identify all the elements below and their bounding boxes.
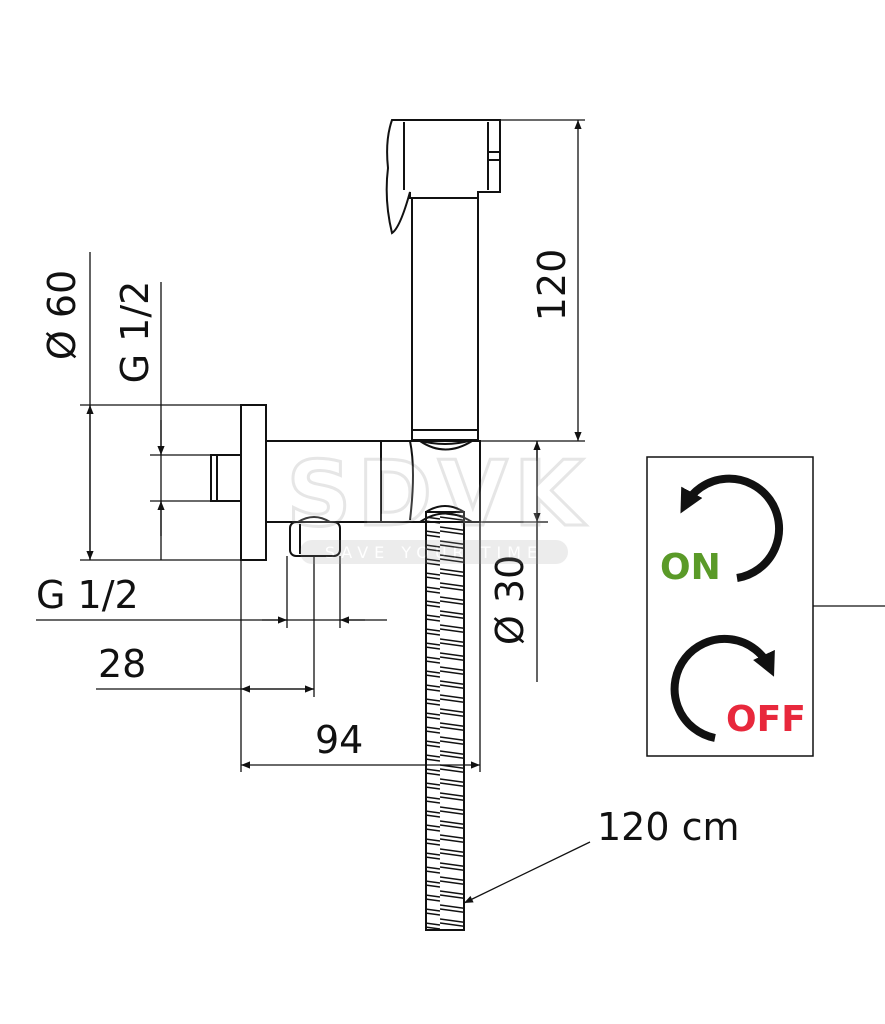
watermark-brand: SDVK (287, 442, 590, 547)
watermark-tagline: SAVE YOUR TIME (325, 543, 543, 562)
label-height-120: 120 (530, 249, 574, 322)
label-diameter-30: Ø 30 (488, 555, 532, 645)
dimension-labels: Ø 60 G 1/2 120 Ø 30 G 1/2 28 94 120 cm (36, 249, 740, 849)
on-off-legend: ON OFF (646, 456, 885, 757)
label-diameter-60: Ø 60 (40, 270, 84, 360)
label-length-28: 28 (98, 642, 146, 686)
handshower (385, 119, 501, 445)
dimension-lines (36, 119, 591, 904)
label-hose-length: 120 cm (597, 805, 740, 849)
legend-off-label: OFF (726, 699, 806, 740)
shower-hose (425, 505, 465, 931)
legend-on-label: ON (660, 547, 721, 588)
counterclockwise-arrow-icon (680, 474, 784, 582)
label-thread-horizontal: G 1/2 (36, 573, 139, 617)
label-length-94: 94 (315, 718, 363, 762)
label-thread-vertical: G 1/2 (113, 281, 157, 384)
clockwise-arrow-icon (670, 634, 775, 742)
brand-watermark: SDVK SAVE YOUR TIME (285, 441, 590, 564)
